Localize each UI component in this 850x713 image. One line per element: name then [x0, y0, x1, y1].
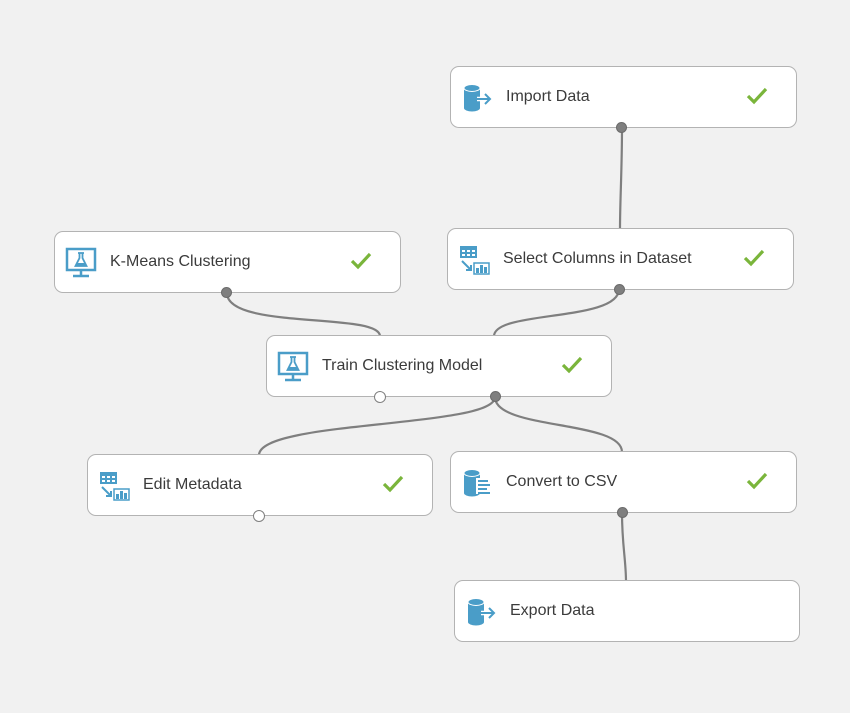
- model-flask-icon: [65, 247, 97, 278]
- output-port-empty[interactable]: [253, 510, 265, 522]
- module-convert-to-csv[interactable]: Convert to CSV: [450, 451, 797, 518]
- module-label: Import Data: [506, 88, 590, 105]
- check-icon: [382, 475, 404, 493]
- output-port[interactable]: [490, 391, 501, 402]
- check-icon: [746, 472, 768, 490]
- export-data-icon: [467, 598, 497, 626]
- table-transform-icon: [100, 472, 130, 501]
- module-import-data[interactable]: Import Data: [450, 66, 797, 133]
- connection-kmeans-to-train: [225, 292, 382, 337]
- check-icon: [350, 252, 372, 270]
- output-port-empty[interactable]: [374, 391, 386, 403]
- output-port[interactable]: [617, 507, 628, 518]
- convert-data-icon: [463, 469, 491, 497]
- check-icon: [743, 249, 765, 267]
- module-label: Edit Metadata: [143, 476, 242, 493]
- module-select-columns-in-dataset[interactable]: Select Columns in Dataset: [447, 228, 794, 295]
- module-train-clustering-model[interactable]: Train Clustering Model: [266, 335, 612, 403]
- import-data-icon: [463, 84, 493, 112]
- module-label: Train Clustering Model: [322, 357, 483, 374]
- module-export-data[interactable]: Export Data: [454, 580, 800, 642]
- model-flask-icon: [277, 351, 309, 382]
- output-port[interactable]: [614, 284, 625, 295]
- connection-train-to-convert: [493, 396, 624, 453]
- module-label: Export Data: [510, 602, 595, 619]
- module-edit-metadata[interactable]: Edit Metadata: [87, 454, 433, 522]
- connection-train-to-edit: [257, 396, 497, 456]
- check-icon: [746, 87, 768, 105]
- module-label: Convert to CSV: [506, 473, 618, 490]
- check-icon: [561, 356, 583, 374]
- output-port[interactable]: [221, 287, 232, 298]
- table-transform-icon: [460, 246, 490, 275]
- connection-import-to-select: [618, 126, 624, 230]
- module-label: Select Columns in Dataset: [503, 250, 692, 267]
- connection-convert-to-export: [620, 512, 628, 583]
- module-label: K-Means Clustering: [110, 253, 251, 270]
- output-port[interactable]: [616, 122, 627, 133]
- connection-select-to-train: [492, 288, 621, 337]
- module-k-means-clustering[interactable]: K-Means Clustering: [54, 231, 401, 298]
